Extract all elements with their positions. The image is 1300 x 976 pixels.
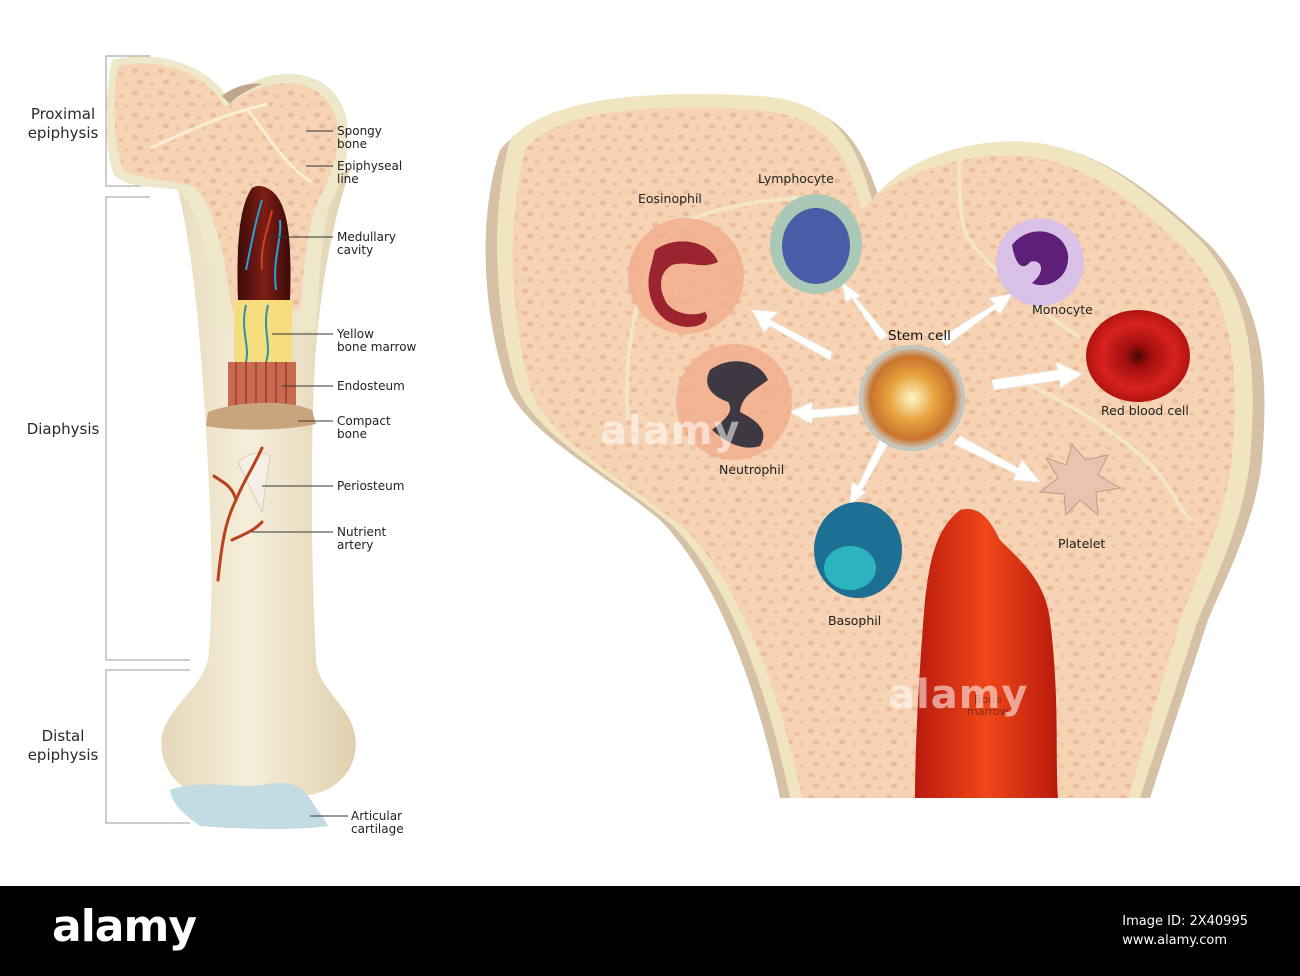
nutrient-artery [212,446,264,582]
label-spongy-bone: Spongy bone [337,124,382,151]
region-proximal-epiphysis: Proximal epiphysis [27,105,99,142]
watermark-text: alamy [600,408,741,454]
region-brackets [105,55,190,824]
label-yellow-bone-marrow: Yellow bone marrow [337,327,417,354]
periosteum-flap [237,452,271,514]
label-articular-cartilage: Articular cartilage [351,809,404,836]
stock-footer [0,886,1300,976]
long-bone [105,55,356,829]
cavity-vessels [245,199,282,291]
label-periosteum: Periosteum [337,479,405,493]
compact-bone [206,402,316,430]
label-monocyte: Monocyte [1032,302,1093,317]
region-diaphysis: Diaphysis [26,420,100,438]
watermark-text: alamy [888,672,1029,718]
basophil-cell [814,502,902,598]
image-id: Image ID: 2X40995 [1122,914,1248,929]
bone-marrow [915,509,1058,798]
head-notch [222,83,262,104]
label-eosinophil: Eosinophil [638,191,702,206]
label-red-blood-cell: Red blood cell [1101,403,1189,418]
endosteum-stripes [235,362,287,412]
image-info: Image ID: 2X40995 www.alamy.com [1122,912,1248,950]
label-nutrient-artery: Nutrient artery [337,525,387,552]
endosteum [228,362,296,412]
label-epiphyseal-line: Epiphyseal line [337,159,403,186]
label-platelet: Platelet [1058,536,1106,551]
label-stem-cell: Stem cell [888,328,951,344]
eosinophil-cell [628,218,744,334]
label-neutrophil: Neutrophil [719,462,785,477]
articular-cartilage [170,782,328,829]
differentiation-arrows [751,280,1084,507]
label-compact-bone: Compact bone [337,414,391,441]
label-lymphocyte: Lymphocyte [758,171,834,186]
epiphyseal-line [149,102,313,184]
lymphocyte-cell [770,194,862,294]
stem-cell [859,345,965,451]
label-endosteum: Endosteum [337,379,405,393]
site-url: www.alamy.com [1122,933,1228,948]
monocyte-cell [996,218,1084,306]
marrow-section [485,93,1265,799]
yellow-marrow-vessels [243,304,269,363]
illustration [105,55,1265,829]
neutrophil-cell [676,344,792,460]
alamy-logo: alamy [52,901,197,952]
label-medullary-cavity: Medullary cavity [337,230,397,257]
platelet-cell [1038,444,1122,517]
region-distal-epiphysis: Distal epiphysis [27,727,99,764]
label-bone-marrow: Bone marrow [967,693,1009,718]
leader-lines [252,130,348,817]
red-blood-cell [1086,310,1190,402]
label-basophil: Basophil [828,613,882,628]
yellow-marrow [234,300,292,362]
